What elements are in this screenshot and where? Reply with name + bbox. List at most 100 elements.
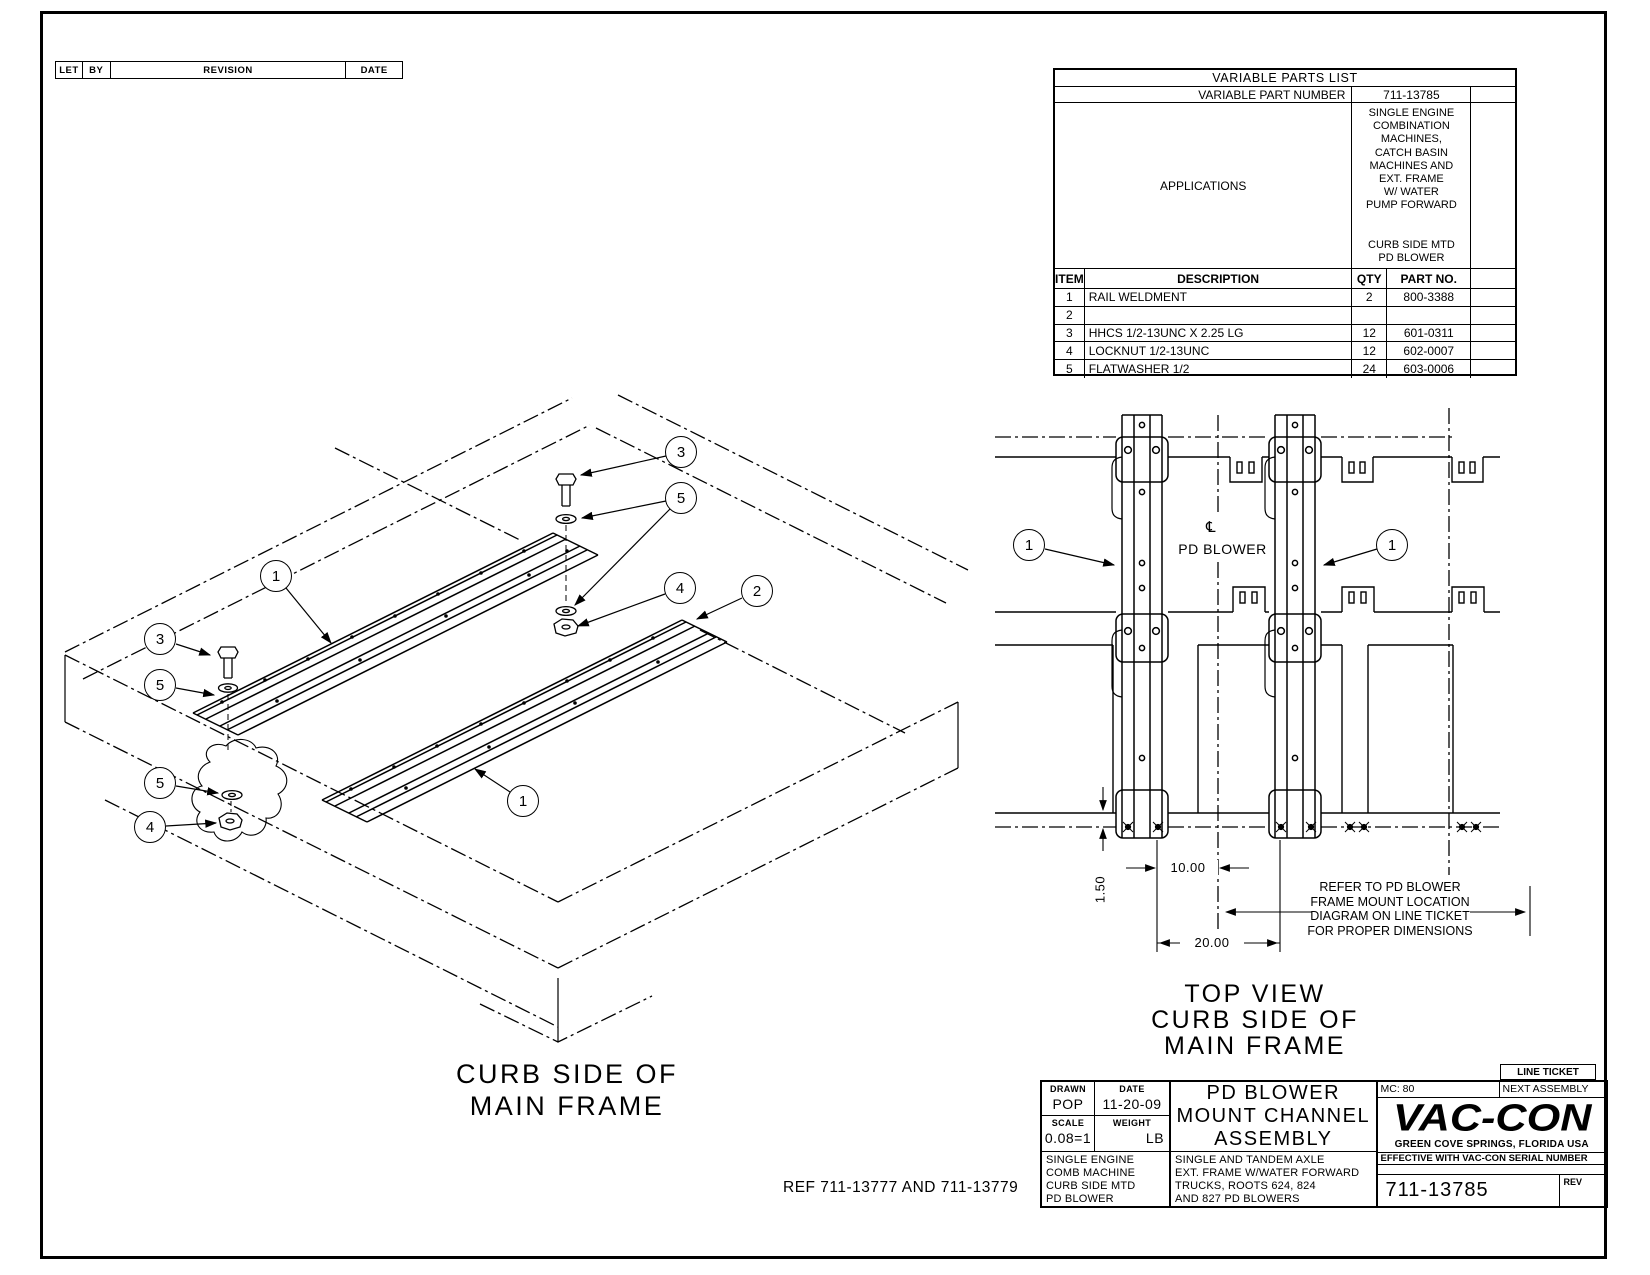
applications-line: PD BLOWER <box>1378 251 1445 264</box>
iso-balloon-leaders <box>165 455 743 828</box>
bolt-icon <box>217 646 239 679</box>
empty-cell <box>1471 307 1515 324</box>
note-line: COMB MACHINE <box>1046 1167 1136 1179</box>
row-part-no: 603-0006 <box>1387 360 1472 378</box>
row-description: FLATWASHER 1/2 <box>1085 360 1353 378</box>
caption-line: MAIN FRAME <box>1164 1032 1346 1060</box>
col-header-item: ITEM <box>1055 269 1085 288</box>
dimension-1-50: 1.50 <box>1092 867 1108 912</box>
note-line: CURB SIDE MTD <box>1046 1180 1136 1192</box>
iso-view-caption: CURB SIDE OF MAIN FRAME <box>367 1058 767 1122</box>
table-row: 4 LOCKNUT 1/2-13UNC 12 602-0007 <box>1055 342 1515 361</box>
applications-line: COMBINATION <box>1372 120 1450 133</box>
row-qty: 12 <box>1352 342 1388 360</box>
row-item: 3 <box>1055 324 1085 342</box>
topview-frame-solid <box>995 456 1500 814</box>
balloon-item-1: 1 <box>507 785 539 817</box>
date-label: DATE <box>1119 1084 1145 1094</box>
balloon-item-3: 3 <box>144 623 176 655</box>
row-qty: 2 <box>1352 289 1388 306</box>
balloon-item-5: 5 <box>144 669 176 701</box>
centerline-symbol: ℄ <box>1206 518 1217 536</box>
applications-text: SINGLE ENGINE COMBINATION MACHINES, CATC… <box>1352 103 1472 268</box>
table-row: 2 <box>1055 306 1515 325</box>
empty-cell <box>1377 1165 1606 1175</box>
row-part-no: 800-3388 <box>1387 289 1472 306</box>
row-part-no: 601-0311 <box>1387 324 1472 342</box>
balloon-item-1: 1 <box>260 560 292 592</box>
balloon-item-5: 5 <box>665 482 697 514</box>
part-number-label: VARIABLE PART NUMBER <box>1055 87 1353 102</box>
col-header-part-no: PART NO. <box>1387 269 1472 288</box>
empty-cell <box>1471 87 1515 102</box>
title-block: DRAWN POP DATE 11-20-09 SCALE 0.08=1 WEI… <box>1040 1080 1608 1208</box>
title-block-right: MC: 80 NEXT ASSEMBLY VAC-CON GREEN COVE … <box>1377 1082 1606 1206</box>
revision-table: LET BY REVISION DATE <box>55 61 403 79</box>
applications-line: PUMP FORWARD <box>1365 199 1457 212</box>
dimension-20: 20.00 <box>1180 935 1244 950</box>
balloon-item-4: 4 <box>664 572 696 604</box>
note-line: FRAME MOUNT LOCATION <box>1310 894 1470 909</box>
empty-cell <box>1471 325 1515 342</box>
caption-line: MAIN FRAME <box>469 1091 665 1121</box>
topview-frame-phantom <box>995 408 1500 930</box>
row-item: 5 <box>1055 360 1085 378</box>
next-assembly-label: NEXT ASSEMBLY <box>1502 1083 1589 1095</box>
scale-label: SCALE <box>1051 1118 1085 1129</box>
empty-cell <box>1471 269 1515 288</box>
variable-parts-list: VARIABLE PARTS LIST VARIABLE PART NUMBER… <box>1053 68 1517 378</box>
note-line: PD BLOWER <box>1046 1193 1114 1205</box>
flatwasher-icon <box>217 683 239 693</box>
applications-label: APPLICATIONS <box>1055 103 1353 268</box>
locknut-icon <box>553 618 579 637</box>
application-description: SINGLE AND TANDEM AXLE EXT. FRAME W/WATE… <box>1171 1152 1375 1206</box>
bolt-icon <box>555 473 577 507</box>
part-number-value: 711-13785 <box>1352 87 1472 102</box>
note-line: TRUCKS, ROOTS 624, 824 <box>1175 1180 1316 1192</box>
revision-col-date: DATE <box>360 64 388 76</box>
top-view-caption: TOP VIEW CURB SIDE OF MAIN FRAME <box>1075 981 1435 1059</box>
applications-line: CURB SIDE MTD <box>1368 238 1455 251</box>
applications-line: W/ WATER <box>1383 186 1439 199</box>
vac-con-logo: VAC-CON <box>1392 1098 1591 1139</box>
revision-col-let: LET <box>56 62 83 78</box>
empty-cell <box>1471 103 1515 268</box>
topview-rail-right <box>1264 414 1322 839</box>
row-description <box>1085 306 1353 324</box>
row-description: HHCS 1/2-13UNC X 2.25 LG <box>1085 324 1353 342</box>
applications-line: MACHINES AND <box>1369 159 1454 172</box>
rail-1-holes <box>220 549 531 704</box>
weight-value: LB <box>1145 1130 1165 1147</box>
note-line: SINGLE ENGINE <box>1046 1154 1135 1166</box>
underside-detail-blob <box>191 738 288 842</box>
balloon-item-1: 1 <box>1013 529 1045 561</box>
note-line: FOR PROPER DIMENSIONS <box>1307 923 1473 938</box>
table-row: 5 FLATWASHER 1/2 24 603-0006 <box>1055 360 1515 378</box>
table-row: 3 HHCS 1/2-13UNC X 2.25 LG 12 601-0311 <box>1055 324 1515 343</box>
flatwasher-icon <box>555 513 577 525</box>
empty-cell <box>1471 360 1515 378</box>
topview-rail-left <box>1111 414 1169 839</box>
row-qty: 24 <box>1352 360 1388 378</box>
row-item: 1 <box>1055 289 1085 306</box>
title-line: MOUNT CHANNEL <box>1176 1105 1371 1127</box>
balloon-item-5: 5 <box>144 767 176 799</box>
note-line: SINGLE AND TANDEM AXLE <box>1175 1154 1325 1166</box>
frame-mount-note: REFER TO PD BLOWER FRAME MOUNT LOCATION … <box>1305 880 1475 938</box>
row-description: LOCKNUT 1/2-13UNC <box>1085 342 1353 360</box>
row-description: RAIL WELDMENT <box>1085 289 1353 306</box>
title-line: ASSEMBLY <box>1214 1128 1333 1150</box>
parts-list-title: VARIABLE PARTS LIST <box>1212 71 1358 85</box>
empty-cell <box>1471 342 1515 359</box>
caption-line: CURB SIDE OF <box>455 1059 679 1089</box>
title-block-left: DRAWN POP DATE 11-20-09 SCALE 0.08=1 WEI… <box>1042 1082 1172 1206</box>
mc-number: MC: 80 <box>1378 1082 1500 1097</box>
ref-note: REF 711-13777 AND 711-13779 <box>783 1179 1019 1196</box>
row-qty <box>1352 306 1388 324</box>
iso-main-frame-edges <box>64 655 959 1042</box>
date-value: 11-20-09 <box>1102 1096 1162 1112</box>
effective-serial-note: EFFECTIVE WITH VAC-CON SERIAL NUMBER <box>1377 1153 1606 1165</box>
sheet-border <box>40 11 1607 1259</box>
